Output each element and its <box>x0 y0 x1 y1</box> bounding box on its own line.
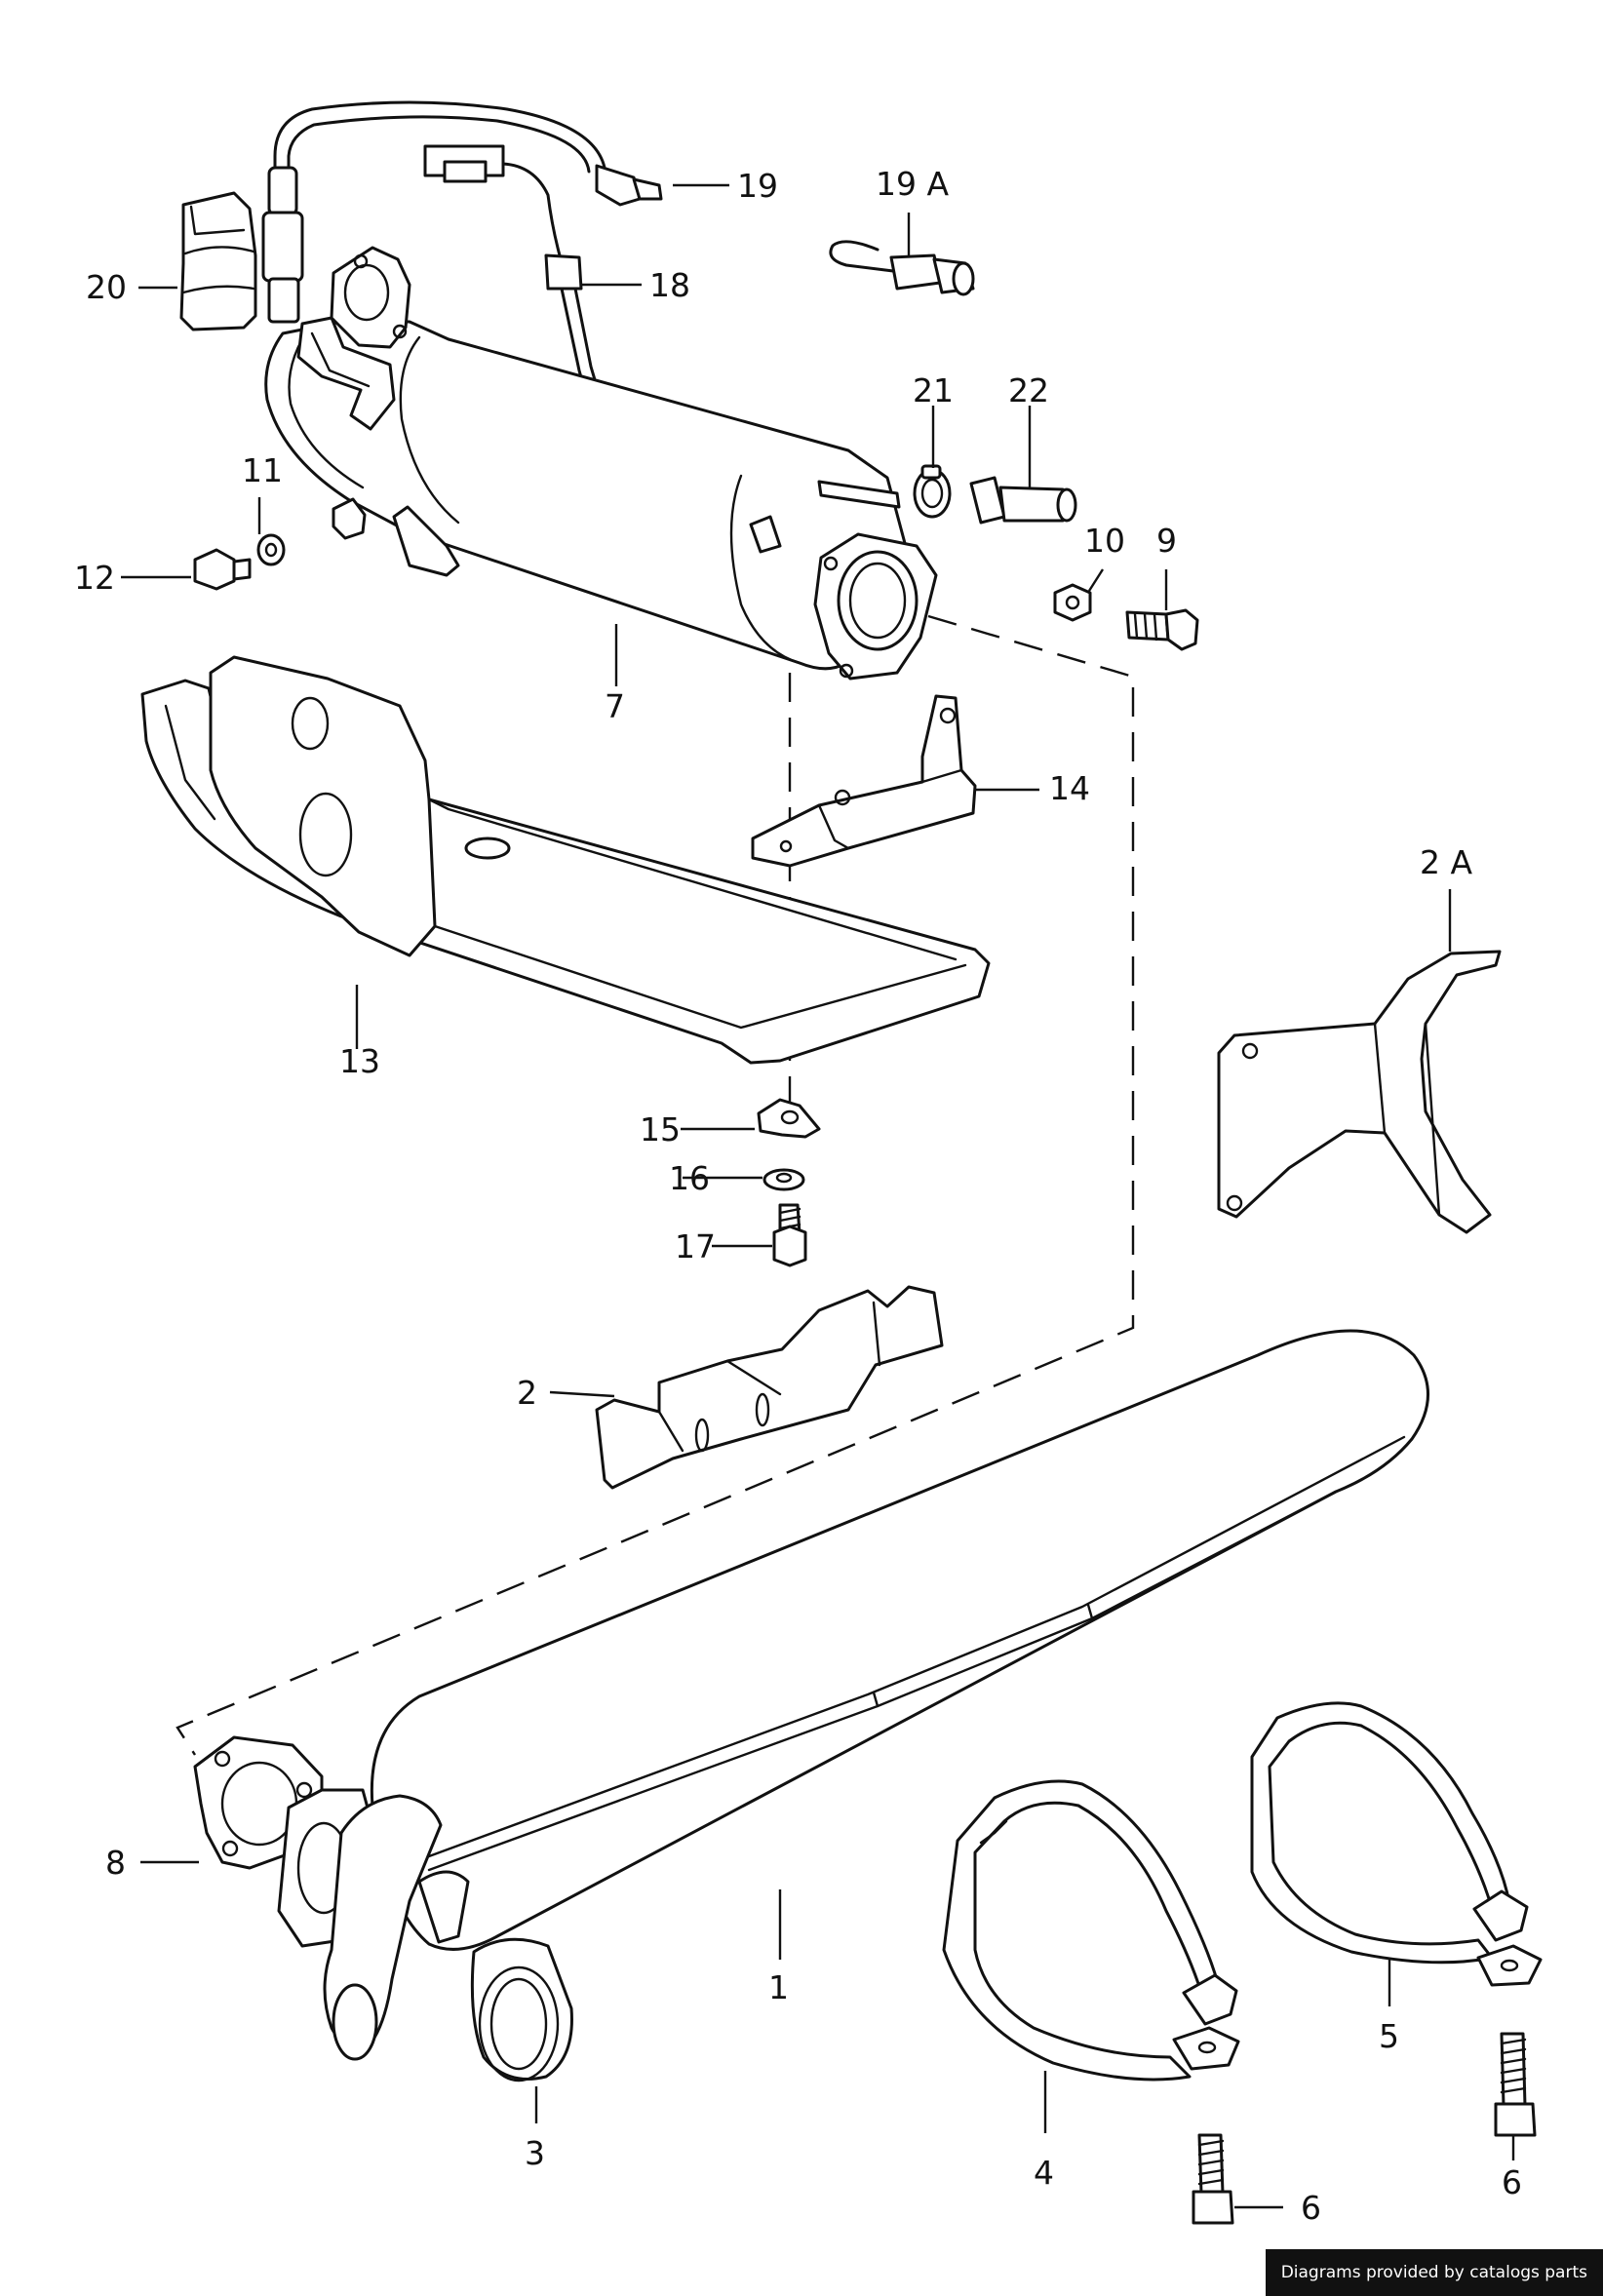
label-7: 7 <box>605 687 625 725</box>
label-19: 19 <box>737 167 778 205</box>
part-4-clamp-band[interactable] <box>942 1779 1240 2082</box>
label-9: 9 <box>1156 522 1177 560</box>
label-2: 2 <box>517 1374 537 1412</box>
label-21: 21 <box>913 371 954 409</box>
label-17: 17 <box>675 1227 716 1265</box>
label-19a: 19 A <box>876 165 949 203</box>
label-13: 13 <box>339 1042 380 1080</box>
part-15-speed-nut-clip[interactable] <box>757 1098 821 1139</box>
part-6-clamp-screw[interactable] <box>1192 2133 1234 2225</box>
part-11-sealing-ring[interactable] <box>256 533 286 566</box>
part-12-screw-plug[interactable] <box>193 548 252 591</box>
part-2-rear-bracket[interactable] <box>595 1285 944 1490</box>
label-6-right: 6 <box>1502 2163 1522 2201</box>
label-20: 20 <box>86 268 127 306</box>
part-10-hex-nut[interactable] <box>1053 583 1092 622</box>
part-rubber-buffer[interactable] <box>332 497 367 540</box>
label-10: 10 <box>1084 522 1125 560</box>
part-21-hose-clamp[interactable] <box>913 464 952 519</box>
part-20-rubber-boot[interactable] <box>179 191 257 331</box>
label-16: 16 <box>669 1159 710 1197</box>
label-3: 3 <box>525 2134 545 2172</box>
label-12: 12 <box>74 559 115 597</box>
part-5-clamp-band[interactable] <box>1250 1701 1543 1987</box>
part-6-clamp-screw[interactable] <box>1494 2032 1537 2137</box>
label-8: 8 <box>105 1844 126 1882</box>
label-18: 18 <box>649 266 690 304</box>
label-22: 22 <box>1008 371 1049 409</box>
part-1-rear-silencer[interactable] <box>277 1329 1429 2061</box>
part-9-hex-bolt[interactable] <box>1125 608 1199 651</box>
leader-lines <box>121 183 1515 2209</box>
part-17-hex-screw[interactable] <box>772 1203 807 1267</box>
part-16-washer[interactable] <box>762 1168 805 1191</box>
label-5: 5 <box>1379 2017 1399 2055</box>
assembly-dashed-lines <box>176 614 1135 1756</box>
label-2a: 2 A <box>1420 843 1472 881</box>
part-22-connecting-pipe[interactable] <box>969 476 1077 525</box>
diagram-credit-badge: Diagrams provided by catalogs parts <box>1265 2249 1603 2296</box>
label-14: 14 <box>1049 769 1090 807</box>
label-11: 11 <box>242 451 283 489</box>
part-13-heat-shield[interactable] <box>140 655 991 1065</box>
part-19a-sensor-connector[interactable] <box>829 240 975 296</box>
part-3-tail-pipe-sleeve[interactable] <box>470 1937 573 2082</box>
label-15: 15 <box>640 1110 681 1148</box>
label-1: 1 <box>768 1968 789 2006</box>
part-2a-side-bracket[interactable] <box>1217 950 1502 1234</box>
part-7-catalytic-converter[interactable] <box>264 246 938 681</box>
label-6-lower: 6 <box>1301 2189 1321 2227</box>
part-19-oxygen-sensor-wire[interactable] <box>261 100 663 324</box>
part-number-labels: 20 19 19 A 18 21 22 11 12 10 9 7 14 2 A … <box>74 165 1522 2227</box>
part-14-mounting-bracket[interactable] <box>751 694 977 868</box>
label-4: 4 <box>1034 2154 1054 2192</box>
